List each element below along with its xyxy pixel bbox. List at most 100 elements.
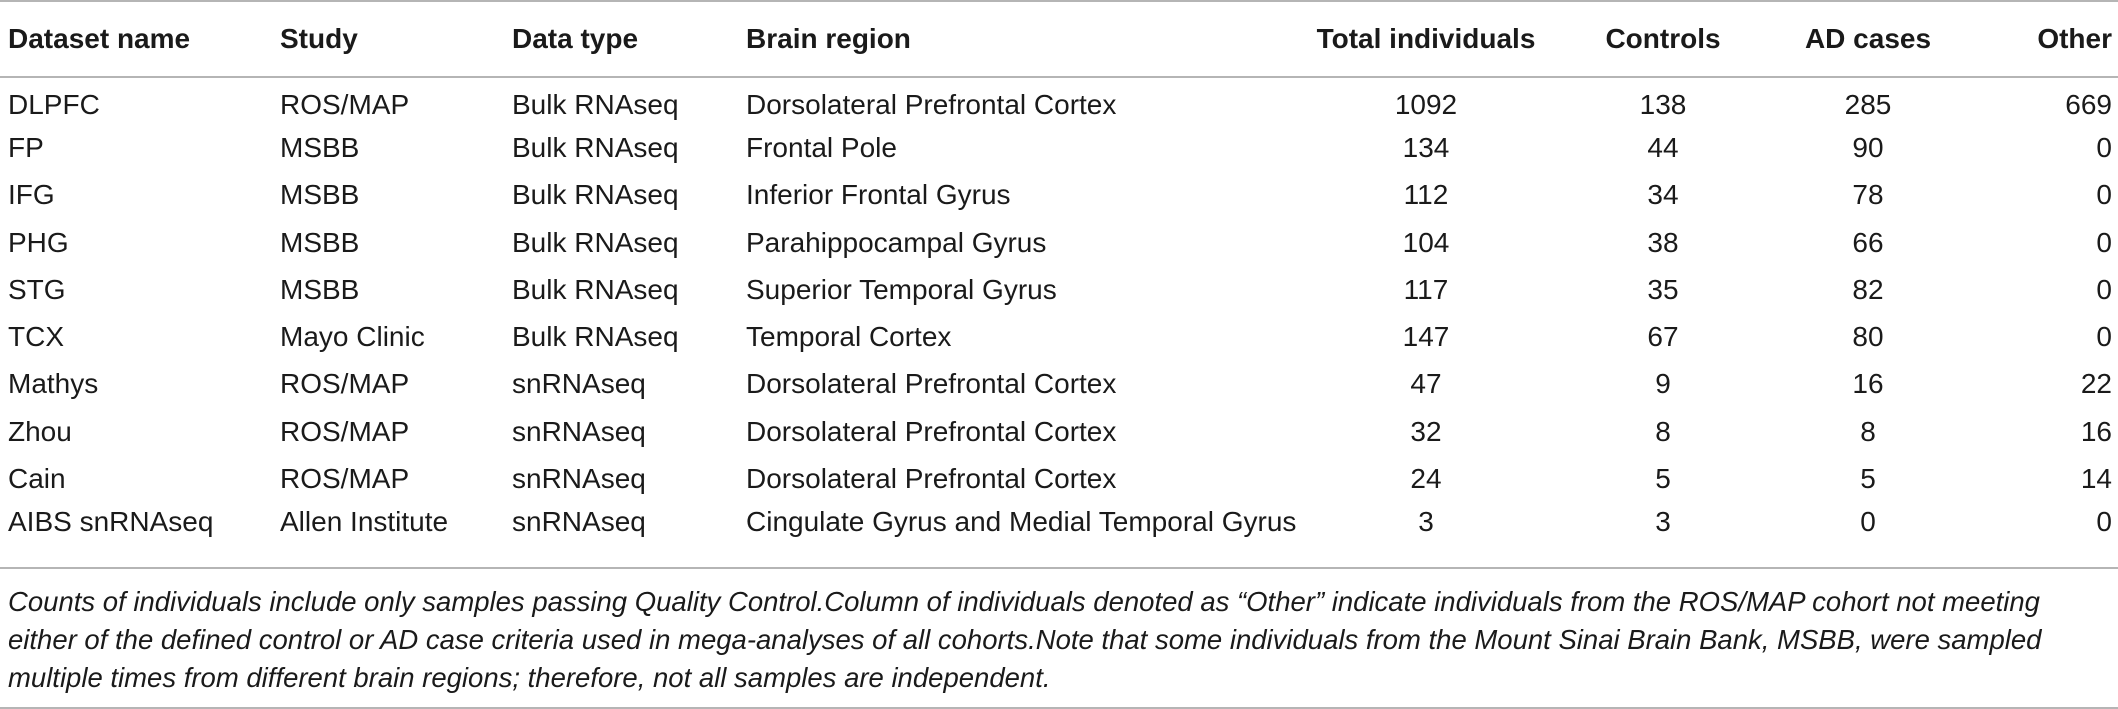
cell-ad-cases: 78 [1852, 179, 1884, 211]
cell-data-type: Bulk RNAseq [512, 89, 679, 121]
table-row: STG MSBB Bulk RNAseq Superior Temporal Gyru… [0, 266, 2118, 313]
cell-brain-region: Inferior Frontal Gyrus [746, 179, 1011, 211]
table-row: Cain ROS/MAP snRNAseq Dorsolateral Prefront… [0, 455, 2118, 502]
cell-dataset-name: IFG [8, 179, 55, 211]
cell-ad-cases: 5 [1860, 463, 1876, 495]
cell-dataset-name: Zhou [8, 415, 72, 447]
column-header-dataset-name: Dataset name [0, 0, 272, 78]
cell-other: 0 [2096, 226, 2112, 258]
cell-dataset-name: PHG [8, 226, 69, 258]
table-row: Zhou ROS/MAP snRNAseq Dorsolateral Prefront… [0, 408, 2118, 455]
column-header-ad-cases: AD cases [1766, 0, 1962, 78]
cell-total-individuals: 32 [1410, 415, 1442, 447]
cell-ad-cases: 66 [1852, 226, 1884, 258]
cell-dataset-name: DLPFC [8, 89, 100, 121]
cell-dataset-name: AIBS snRNAseq [8, 506, 214, 538]
cell-total-individuals: 112 [1403, 179, 1449, 211]
cell-total-individuals: 24 [1410, 463, 1442, 495]
cell-data-type: Bulk RNAseq [512, 226, 679, 258]
cell-study: ROS/MAP [280, 415, 410, 447]
cell-controls: 3 [1655, 506, 1671, 538]
cell-brain-region: Temporal Cortex [746, 321, 952, 353]
cell-total-individuals: 47 [1410, 368, 1442, 400]
cell-total-individuals: 117 [1403, 273, 1449, 305]
cell-dataset-name: Cain [8, 463, 66, 495]
cell-ad-cases: 90 [1852, 131, 1884, 163]
cell-ad-cases: 8 [1860, 415, 1876, 447]
cell-other: 14 [2080, 463, 2112, 495]
cell-controls: 8 [1655, 415, 1671, 447]
cell-brain-region: Superior Temporal Gyrus [746, 273, 1057, 305]
cell-data-type: snRNAseq [512, 463, 646, 495]
column-header-data-type: Data type [504, 0, 738, 78]
column-header-controls: Controls [1552, 0, 1766, 78]
cell-other: 0 [2096, 273, 2112, 305]
cell-other: 0 [2096, 506, 2112, 538]
cell-dataset-name: FP [8, 131, 44, 163]
cell-controls: 44 [1647, 131, 1679, 163]
cell-ad-cases: 16 [1852, 368, 1884, 400]
cell-controls: 5 [1655, 463, 1671, 495]
column-header-brain-region: Brain region [738, 0, 1292, 78]
cell-other: 0 [2096, 179, 2112, 211]
cell-ad-cases: 0 [1860, 506, 1876, 538]
table-row: AIBS snRNAseq Allen Institute snRNAseq Cing… [0, 503, 2118, 550]
cell-ad-cases: 82 [1852, 273, 1884, 305]
table-row: IFG MSBB Bulk RNAseq Inferior Frontal Gyrus… [0, 172, 2118, 219]
table-row: TCX Mayo Clinic Bulk RNAseq Temporal Cortex… [0, 313, 2118, 360]
cell-study: MSBB [280, 179, 360, 211]
cell-data-type: Bulk RNAseq [512, 179, 679, 211]
cell-dataset-name: STG [8, 273, 66, 305]
cell-other: 16 [2080, 415, 2112, 447]
cell-controls: 67 [1647, 321, 1679, 353]
cell-other: 0 [2096, 131, 2112, 163]
cell-data-type: Bulk RNAseq [512, 273, 679, 305]
cell-brain-region: Dorsolateral Prefrontal Cortex [746, 463, 1117, 495]
column-header-other: Other [1962, 0, 2118, 78]
cell-brain-region: Parahippocampal Gyrus [746, 226, 1047, 258]
cell-brain-region: Cingulate Gyrus and Medial Temporal Gyru… [746, 506, 1297, 538]
cell-brain-region: Dorsolateral Prefrontal Cortex [746, 368, 1117, 400]
cell-controls: 38 [1647, 226, 1679, 258]
cell-study: ROS/MAP [280, 463, 410, 495]
cell-brain-region: Dorsolateral Prefrontal Cortex [746, 89, 1117, 121]
cell-brain-region: Dorsolateral Prefrontal Cortex [746, 415, 1117, 447]
cell-controls: 35 [1647, 273, 1679, 305]
cell-controls: 9 [1655, 368, 1671, 400]
cell-ad-cases: 80 [1852, 321, 1884, 353]
cell-study: ROS/MAP [280, 89, 410, 121]
cell-controls: 138 [1639, 89, 1687, 121]
cell-data-type: Bulk RNAseq [512, 131, 679, 163]
cell-total-individuals: 147 [1402, 321, 1450, 353]
cell-study: Allen Institute [280, 506, 449, 538]
cell-study: MSBB [280, 131, 360, 163]
table-row: DLPFC ROS/MAP Bulk RNAseq Dorsolateral Pref… [0, 77, 2118, 124]
cell-dataset-name: Mathys [8, 368, 99, 400]
cell-data-type: Bulk RNAseq [512, 321, 679, 353]
cell-study: MSBB [280, 273, 360, 305]
cell-study: MSBB [280, 226, 360, 258]
cell-data-type: snRNAseq [512, 415, 646, 447]
cell-study: ROS/MAP [280, 368, 410, 400]
cell-dataset-name: TCX [8, 321, 64, 353]
cell-total-individuals: 1092 [1394, 89, 1458, 121]
cell-other: 0 [2096, 321, 2112, 353]
cell-controls: 34 [1647, 179, 1679, 211]
cell-other: 669 [2065, 89, 2112, 121]
cell-brain-region: Frontal Pole [746, 131, 897, 163]
cell-study: Mayo Clinic [280, 321, 425, 353]
cell-total-individuals: 3 [1418, 506, 1434, 538]
table-row: Mathys ROS/MAP snRNAseq Dorsolateral Prefro… [0, 361, 2118, 408]
cell-ad-cases: 285 [1844, 89, 1892, 121]
table-footnote: Counts of individuals include only sampl… [0, 567, 2118, 709]
cell-data-type: snRNAseq [512, 506, 646, 538]
cell-data-type: snRNAseq [512, 368, 646, 400]
cell-other: 22 [2080, 368, 2112, 400]
